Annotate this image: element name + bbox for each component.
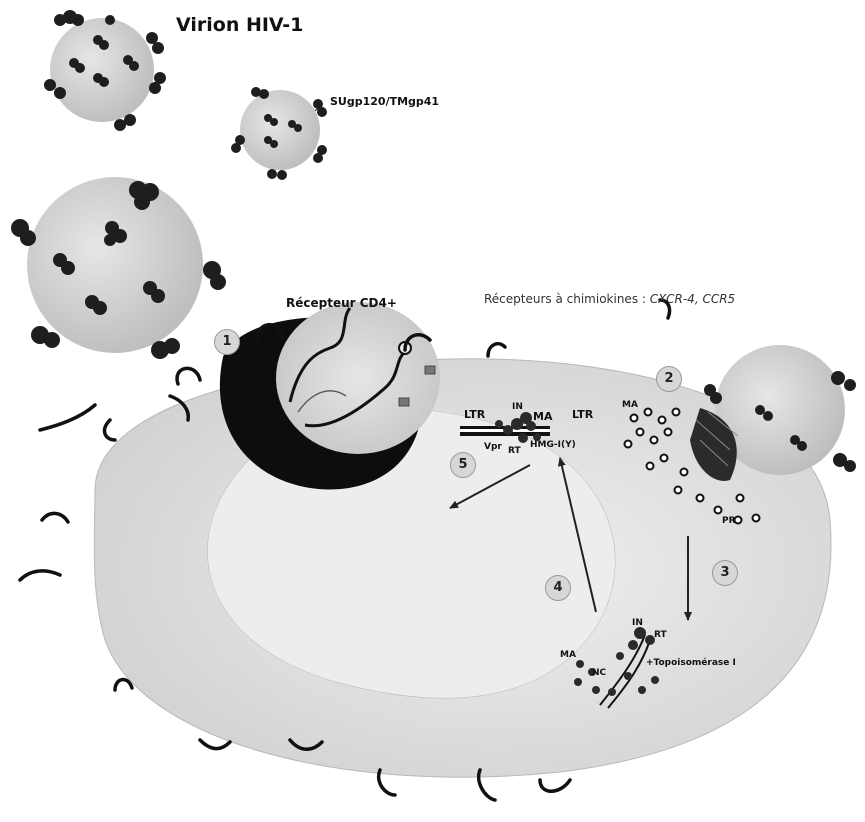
label-ma-bottom: MA [560,650,576,660]
step-4-badge: 4 [545,575,571,601]
label-rt-bottom: RT [654,630,667,640]
label-nc: NC [592,668,606,678]
diagram-title: Virion HIV-1 [176,14,303,36]
step-1-badge: 1 [214,329,240,355]
label-vpr: Vpr [484,442,502,452]
virion-1 [44,10,166,131]
label-rt-mid: RT [508,446,521,456]
label-in-bottom: IN [632,618,643,628]
label-hmg: HMG-I(Y) [530,440,576,450]
step-5-badge: 5 [450,452,476,478]
label-chemokine-prefix: Récepteurs à chimiokines : [484,292,650,306]
label-envelope: SUgp120/TMgp41 [330,95,439,108]
label-ma-top: MA [622,400,638,410]
label-chemokine-receptors: Récepteurs à chimiokines : CXCR-4, CCR5 [484,292,735,306]
label-ma-mid: MA [533,410,552,423]
step-2-badge: 2 [656,366,682,392]
step-3-badge: 3 [712,560,738,586]
label-ltr-left: LTR [464,408,485,421]
label-cd4-receptor: Récepteur CD4+ [286,296,397,310]
label-ltr-right: LTR [572,408,593,421]
label-topoisomerase: +Topoisomérase I [646,658,736,668]
label-in-top: IN [512,402,523,412]
virion-2 [231,87,327,180]
label-pr: PR [722,516,736,526]
virion-3 [11,177,226,359]
label-chemokine-list: CXCR-4, CCR5 [650,292,735,306]
